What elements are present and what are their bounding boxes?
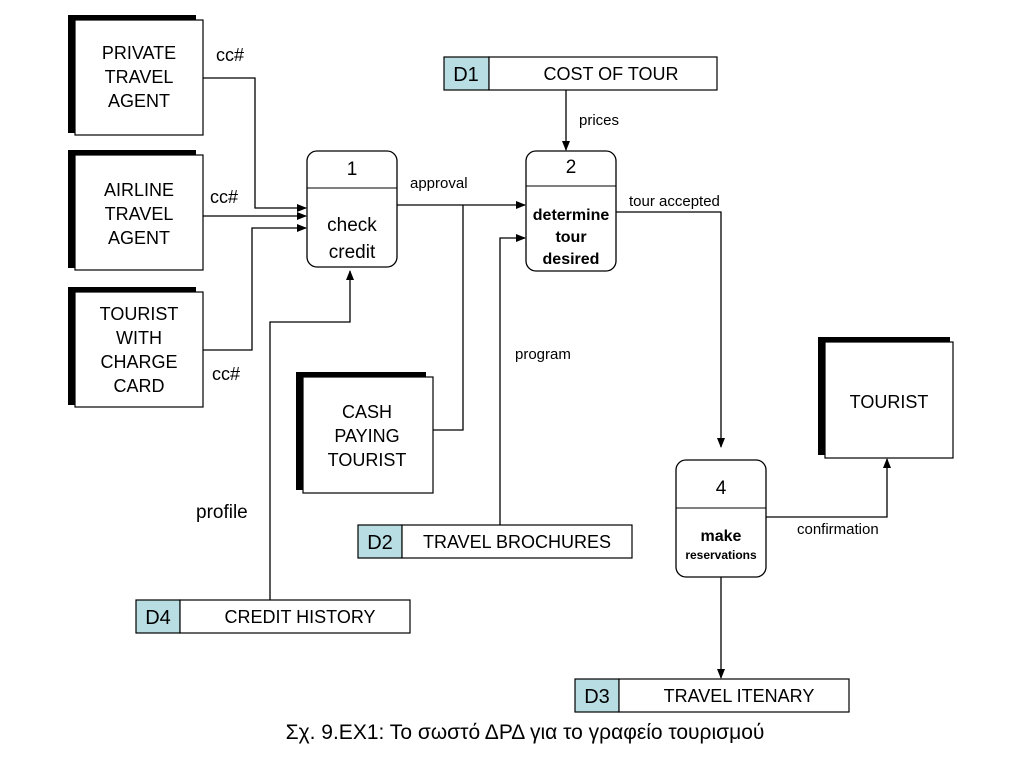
flow-confirmation bbox=[766, 458, 891, 518]
flow-cash-tourist bbox=[433, 205, 464, 431]
store-cost-of-tour: D1 COST OF TOUR bbox=[443, 56, 718, 91]
figure-caption: Σχ. 9.ΕΧ1: Το σωστό ΔΡΔ για το γραφείο τ… bbox=[286, 721, 765, 744]
process-name-line: tour bbox=[555, 229, 586, 246]
flow-cc-private-agent bbox=[203, 77, 307, 212]
flow-program bbox=[499, 234, 526, 525]
store-id: D4 bbox=[145, 607, 171, 629]
flow-label-tour-accepted: tour accepted bbox=[629, 193, 720, 210]
store-name: TRAVEL BROCHURES bbox=[423, 532, 611, 552]
process-id: 2 bbox=[566, 157, 577, 178]
entity-tourist: TOURIST bbox=[818, 337, 954, 459]
process-id: 4 bbox=[716, 478, 727, 499]
store-name: COST OF TOUR bbox=[543, 64, 678, 84]
entity-label-line: TOURIST bbox=[100, 304, 179, 324]
entity-label-line: PRIVATE bbox=[102, 43, 176, 63]
store-travel-brochures: D2 TRAVEL BROCHURES bbox=[357, 524, 633, 559]
entity-airline-travel-agent: AIRLINE TRAVEL AGENT bbox=[68, 150, 204, 271]
entity-label-line: AGENT bbox=[108, 91, 170, 111]
process-determine-tour-desired: 2 determine tour desired bbox=[525, 150, 617, 272]
flow-label-prices: prices bbox=[579, 112, 619, 129]
entity-label-line: CASH bbox=[342, 402, 392, 422]
process-name-line: desired bbox=[543, 251, 600, 268]
store-id: D3 bbox=[584, 686, 610, 708]
entity-label-line: WITH bbox=[116, 328, 162, 348]
entity-label-line: TRAVEL bbox=[105, 67, 174, 87]
flow-label-approval: approval bbox=[410, 175, 468, 192]
entity-cash-paying-tourist: CASH PAYING TOURIST bbox=[296, 372, 434, 494]
entity-label-line: CHARGE bbox=[100, 352, 177, 372]
flow-label-program: program bbox=[515, 346, 571, 363]
entity-label-line: AGENT bbox=[108, 228, 170, 248]
entity-label-line: TOURIST bbox=[328, 450, 407, 470]
process-check-credit: 1 check credit bbox=[306, 150, 398, 268]
process-id: 1 bbox=[347, 159, 358, 180]
entity-label-line: TRAVEL bbox=[105, 204, 174, 224]
flow-label-profile: profile bbox=[196, 502, 248, 523]
flow-label-cc-private: cc# bbox=[216, 45, 244, 65]
process-name-line: check bbox=[327, 215, 377, 236]
flow-label-cc-airline: cc# bbox=[210, 187, 238, 207]
entity-label-line: CARD bbox=[113, 376, 164, 396]
flow-profile bbox=[269, 270, 354, 600]
process-make-reservations: 4 make reservations bbox=[675, 459, 767, 578]
process-name-line: credit bbox=[329, 242, 376, 263]
process-name-line: reservations bbox=[685, 548, 757, 562]
store-name: CREDIT HISTORY bbox=[224, 607, 375, 627]
store-id: D2 bbox=[367, 532, 393, 554]
entity-tourist-with-charge-card: TOURIST WITH CHARGE CARD bbox=[68, 287, 204, 408]
entity-label-line: TOURIST bbox=[850, 392, 929, 412]
flow-label-cc-charge: cc# bbox=[212, 364, 240, 384]
store-name: TRAVEL ITENARY bbox=[664, 686, 815, 706]
store-travel-itenary: D3 TRAVEL ITENARY bbox=[574, 678, 850, 713]
flow-label-confirmation: confirmation bbox=[797, 521, 879, 538]
entity-label-line: PAYING bbox=[334, 426, 399, 446]
process-name-line: make bbox=[701, 528, 742, 545]
entity-private-travel-agent: PRIVATE TRAVEL AGENT bbox=[68, 15, 204, 136]
process-name-line: determine bbox=[533, 207, 610, 224]
entity-label-line: AIRLINE bbox=[104, 180, 174, 200]
flow-cc-charge-card-tourist bbox=[203, 224, 307, 351]
store-id: D1 bbox=[453, 64, 479, 86]
store-credit-history: D4 CREDIT HISTORY bbox=[135, 599, 411, 634]
flow-tour-accepted bbox=[616, 211, 725, 448]
